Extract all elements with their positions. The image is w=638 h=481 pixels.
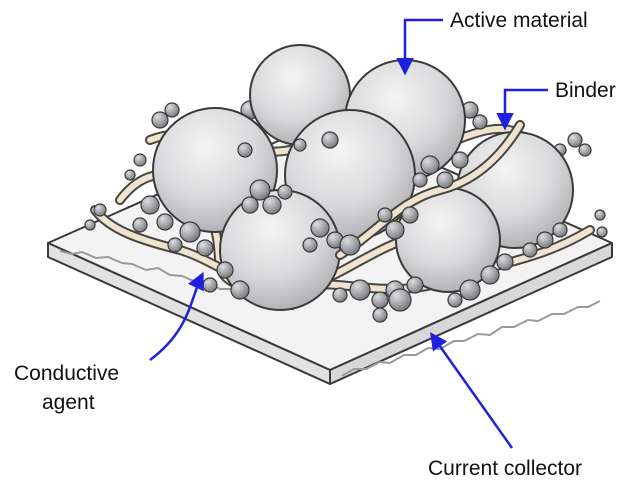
conductive-particle <box>413 173 427 187</box>
conductive-particle <box>537 232 553 248</box>
conductive-particle <box>407 277 423 293</box>
binder-arrow <box>505 90 548 127</box>
conductive-particle <box>595 210 605 220</box>
conductive-particle <box>311 219 329 237</box>
conductive-particle <box>350 280 370 300</box>
conductive-agent-label-line2: agent <box>42 391 95 414</box>
conductive-particle <box>322 132 338 148</box>
conductive-particle <box>303 238 317 252</box>
conductive-particle <box>579 144 591 156</box>
conductive-particle <box>523 243 537 257</box>
conductive-particle <box>168 238 182 252</box>
conductive-particle <box>141 196 159 214</box>
conductive-particle <box>165 103 179 117</box>
conductive-particle <box>294 139 306 151</box>
conductive-particle <box>389 289 411 311</box>
conductive-particle <box>94 204 106 216</box>
conductive-particle <box>373 308 387 322</box>
conductive-particle <box>568 133 582 147</box>
conductive-particle <box>340 235 360 255</box>
conductive-particle <box>203 278 217 292</box>
conductive-particle <box>437 172 453 188</box>
binder-label: Binder <box>555 79 616 102</box>
conductive-particle <box>402 207 418 223</box>
conductive-particle <box>278 185 292 199</box>
current-collector-arrow <box>432 335 512 448</box>
conductive-particle <box>134 154 146 166</box>
conductive-particle <box>180 222 200 242</box>
conductive-particle <box>333 288 347 302</box>
conductive-particle <box>125 170 135 180</box>
conductive-agent-label-line1: Conductive <box>14 362 119 385</box>
conductive-particle <box>242 197 258 213</box>
conductive-particle <box>473 115 487 129</box>
conductive-particle <box>481 266 499 284</box>
conductive-particle <box>197 240 213 256</box>
conductive-particle <box>553 223 567 237</box>
conductive-particle <box>460 280 480 300</box>
conductive-particle <box>452 152 468 168</box>
conductive-particle <box>378 208 392 222</box>
conductive-particle <box>152 112 168 128</box>
conductive-particle <box>238 143 252 157</box>
conductive-particle <box>157 214 173 230</box>
conductive-particle <box>231 281 249 299</box>
conductive-particle <box>448 293 462 307</box>
conductive-particle <box>372 292 388 308</box>
active-material-label: Active material <box>450 9 588 32</box>
conductive-particle <box>133 218 147 232</box>
conductive-particle <box>386 221 404 239</box>
conductive-particle <box>421 156 439 174</box>
conductive-particle <box>263 196 281 214</box>
conductive-particle <box>217 262 233 278</box>
conductive-particle <box>497 254 513 270</box>
current-collector-label: Current collector <box>428 457 582 480</box>
conductive-particle <box>85 220 95 230</box>
conductive-particle <box>597 227 607 237</box>
